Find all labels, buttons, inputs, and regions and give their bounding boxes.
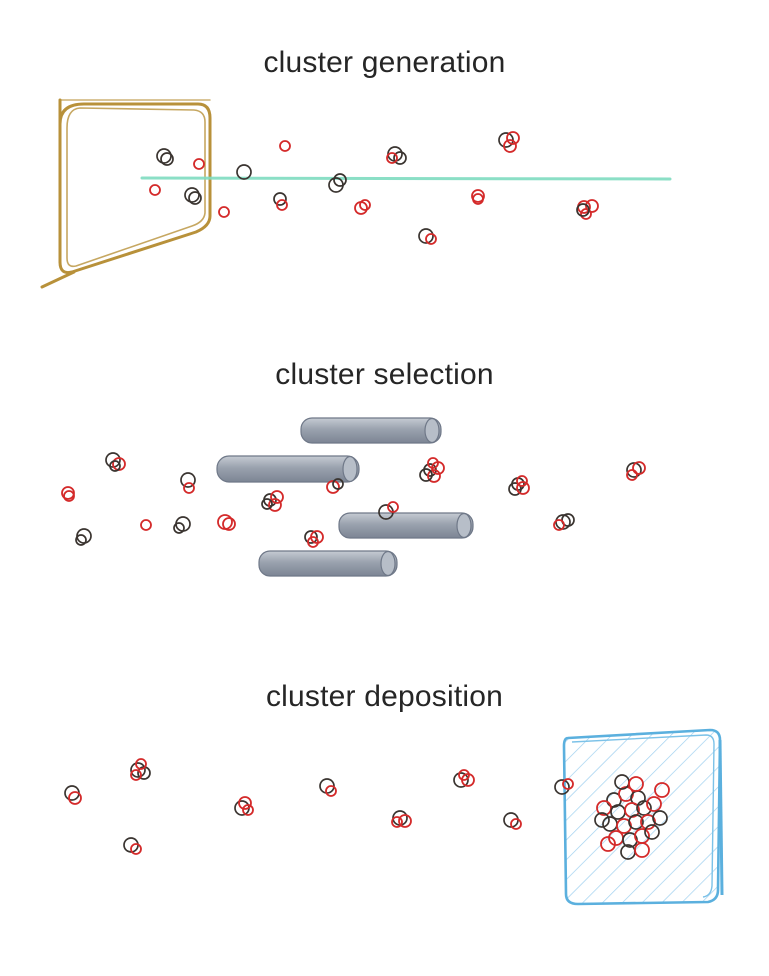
quadrupole-rods bbox=[216, 417, 474, 577]
atom-cluster-icon bbox=[180, 472, 196, 494]
atom-cluster-icon bbox=[234, 796, 254, 816]
atom-cluster-icon bbox=[130, 758, 151, 781]
atom-cluster-icon bbox=[386, 146, 407, 165]
atom-cluster-icon bbox=[319, 778, 337, 797]
atom-cluster-icon bbox=[471, 189, 485, 205]
atom-cluster-icon bbox=[184, 187, 202, 205]
atom-cluster-icon bbox=[326, 478, 344, 494]
panel-title-selection: cluster selection bbox=[275, 358, 494, 391]
laser-beam-icon bbox=[140, 176, 672, 181]
atom-cluster-icon bbox=[354, 199, 371, 215]
atom-cluster-icon bbox=[503, 812, 522, 830]
atom-cluster-icon bbox=[149, 184, 161, 196]
quadrupole-rod-icon bbox=[216, 455, 360, 483]
atom-cluster-icon bbox=[218, 206, 230, 218]
source-target-icon bbox=[40, 98, 212, 289]
atoms-deposition bbox=[64, 758, 670, 860]
atom-cluster-icon bbox=[123, 837, 142, 855]
atom-cluster-icon bbox=[508, 475, 530, 496]
atoms-generation bbox=[149, 131, 599, 245]
atom-cluster-icon bbox=[217, 514, 236, 531]
atoms-selection bbox=[61, 452, 646, 548]
quadrupole-rod-icon bbox=[300, 417, 442, 444]
atom-cluster-icon bbox=[391, 810, 412, 828]
quadrupole-rod-icon bbox=[258, 550, 398, 577]
atom-cluster-icon bbox=[626, 461, 646, 481]
atom-cluster-icon bbox=[554, 778, 574, 795]
atom-cluster-icon bbox=[140, 519, 152, 531]
atom-cluster-icon bbox=[279, 140, 291, 152]
atom-cluster-icon bbox=[418, 228, 437, 245]
atom-cluster-icon bbox=[156, 148, 174, 166]
atom-cluster-icon bbox=[236, 164, 252, 180]
atom-cluster-icon bbox=[553, 513, 575, 531]
atom-cluster-icon bbox=[75, 528, 92, 546]
panel-title-generation: cluster generation bbox=[263, 46, 506, 79]
atom-cluster-icon bbox=[304, 530, 324, 548]
atom-cluster-icon bbox=[594, 774, 670, 860]
atom-cluster-icon bbox=[498, 131, 520, 153]
atom-cluster-icon bbox=[273, 192, 288, 211]
atom-cluster-icon bbox=[378, 501, 399, 520]
atom-cluster-icon bbox=[105, 452, 126, 472]
atom-cluster-icon bbox=[173, 516, 191, 534]
atom-cluster-icon bbox=[328, 173, 347, 193]
atom-cluster-icon bbox=[576, 199, 599, 220]
atom-cluster-icon bbox=[61, 486, 75, 502]
panel-title-deposition: cluster deposition bbox=[265, 680, 504, 713]
atom-cluster-icon bbox=[419, 457, 445, 483]
atom-cluster-icon bbox=[193, 158, 205, 170]
atom-cluster-icon bbox=[64, 785, 82, 805]
quadrupole-rod-icon bbox=[338, 512, 474, 539]
atom-cluster-icon bbox=[453, 769, 475, 788]
atom-cluster-icon bbox=[261, 490, 284, 512]
